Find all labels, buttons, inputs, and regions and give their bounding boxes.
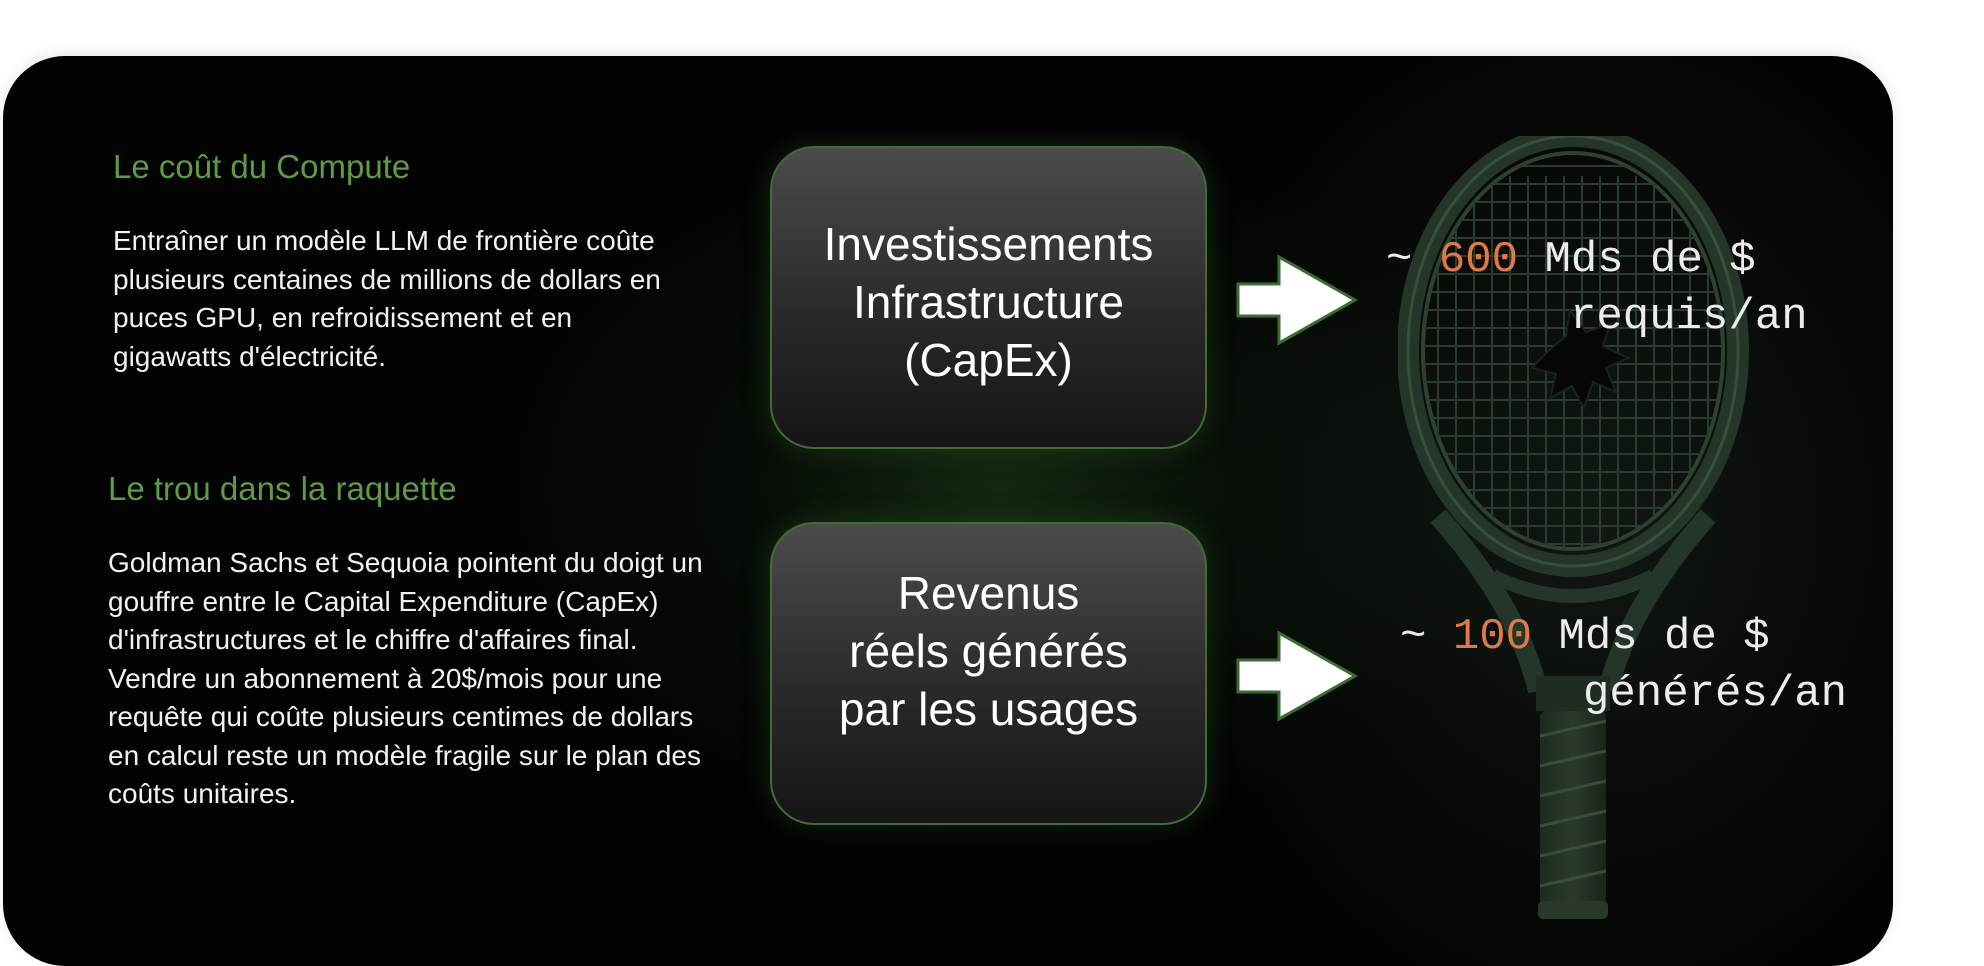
section-heading-compute: Le coût du Compute [113, 148, 411, 185]
capex-box: Investissements Infrastructure (CapEx) [770, 146, 1207, 449]
right-arrow-icon [1236, 630, 1359, 722]
capex-number: 600 [1438, 235, 1519, 285]
capex-suffix: requis/an [1570, 292, 1808, 342]
right-arrow-icon [1236, 254, 1359, 346]
slide-panel: Le coût du Compute Entraîner un modèle L… [3, 56, 1893, 966]
section-heading-racket: Le trou dans la raquette [108, 470, 457, 507]
revenue-value: ~ 100 Mds de $ [1400, 611, 1770, 663]
capex-value: ~ 600 Mds de $ [1386, 234, 1756, 286]
revenue-number: 100 [1452, 612, 1533, 662]
revenue-tilde: ~ [1400, 612, 1427, 662]
capex-box-label: Investissements Infrastructure (CapEx) [823, 218, 1154, 386]
revenue-suffix: générés/an [1583, 669, 1848, 719]
revenue-unit: Mds de $ [1558, 612, 1770, 662]
capex-tilde: ~ [1386, 235, 1413, 285]
section-text-racket: Goldman Sachs et Sequoia pointent du doi… [108, 547, 703, 809]
revenue-box-label: Revenus réels générés par les usages [838, 567, 1139, 735]
capex-unit: Mds de $ [1544, 235, 1756, 285]
broken-tennis-racket-icon [1398, 136, 1749, 919]
section-text-compute: Entraîner un modèle LLM de frontière coû… [113, 225, 661, 372]
revenue-box: Revenus réels générés par les usages [770, 522, 1207, 825]
